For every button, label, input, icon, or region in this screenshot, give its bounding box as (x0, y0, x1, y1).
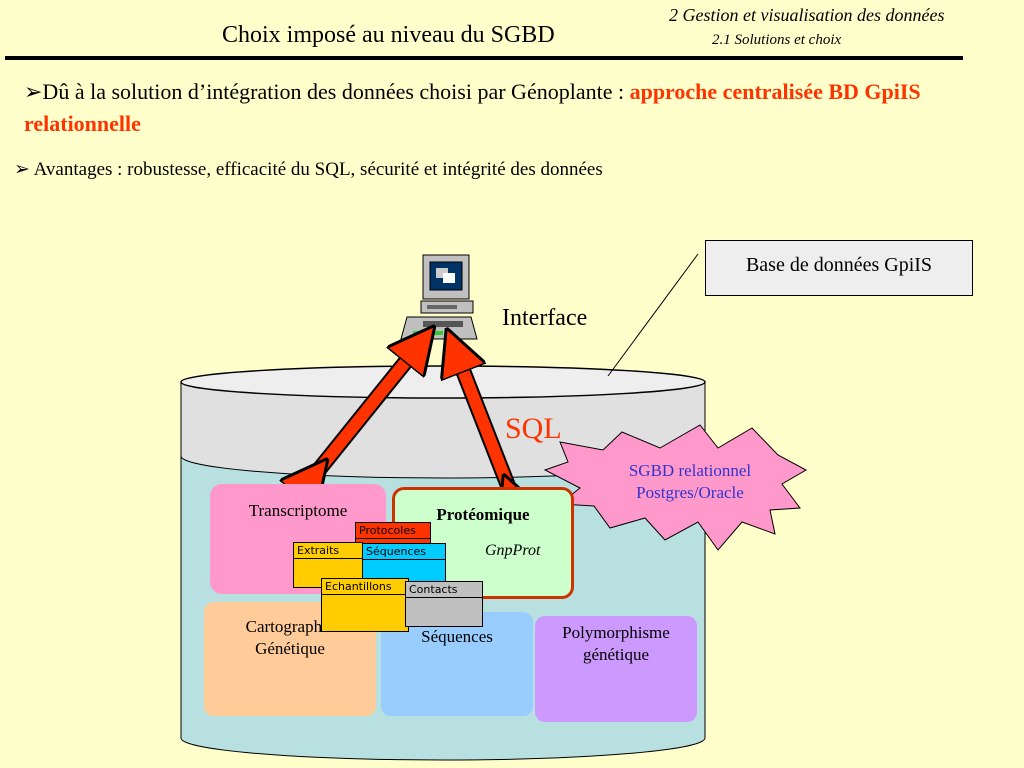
module-polymorphisme-label1: Polymorphisme (562, 623, 670, 642)
table-contacts-label: Contacts (406, 582, 482, 598)
module-cartographie-label1: Cartographie (245, 617, 335, 636)
module-cartographie-label2: Génétique (255, 639, 325, 658)
table-sequences-label: Séquences (363, 544, 445, 560)
bullet-integration-highlight: approche centralisée BD GpiIS relationne… (24, 79, 921, 136)
sgbd-label-line2: Postgres/Oracle (636, 483, 744, 502)
interface-label: Interface (502, 305, 588, 331)
table-echantillons: Echantillons (321, 578, 409, 632)
cylinder-top (180, 365, 706, 399)
sgbd-label-line1: SGBD relationnel (628, 461, 752, 480)
table-extraits-label: Extraits (294, 543, 362, 559)
module-proteomique-label: Protéomique (436, 505, 530, 524)
module-transcriptome-label: Transcriptome (248, 501, 348, 520)
subsection-title: 2.1 Solutions et choix (712, 32, 842, 48)
page-title: Choix imposé au niveau du SGBD (222, 22, 555, 48)
computer-icon (400, 254, 478, 340)
bullet-integration-text: ➢Dû à la solution d’intégration des donn… (24, 79, 630, 104)
table-echantillons-label: Echantillons (322, 579, 408, 595)
database-label-box: Base de données GpiIS (705, 240, 973, 296)
section-title: 2 Gestion et visualisation des données (669, 5, 945, 25)
module-polymorphisme: Polymorphisme génétique (535, 616, 697, 722)
sql-label: SQL (505, 412, 562, 445)
bullet-integration: ➢Dû à la solution d’intégration des donn… (24, 76, 954, 140)
module-sequences-label: Séquences (421, 627, 493, 646)
module-polymorphisme-label2: génétique (582, 645, 650, 664)
module-gnpprot-label: GnpProt (485, 542, 541, 559)
table-contacts: Contacts (405, 581, 483, 627)
callout-line (607, 253, 699, 377)
sgbd-label: SGBD relationnel Postgres/Oracle (595, 460, 785, 504)
bullet-advantages: ➢ Avantages : robustesse, efficacité du … (14, 159, 603, 180)
header-rule (5, 56, 963, 60)
table-protocoles-label: Protocoles (356, 523, 430, 539)
